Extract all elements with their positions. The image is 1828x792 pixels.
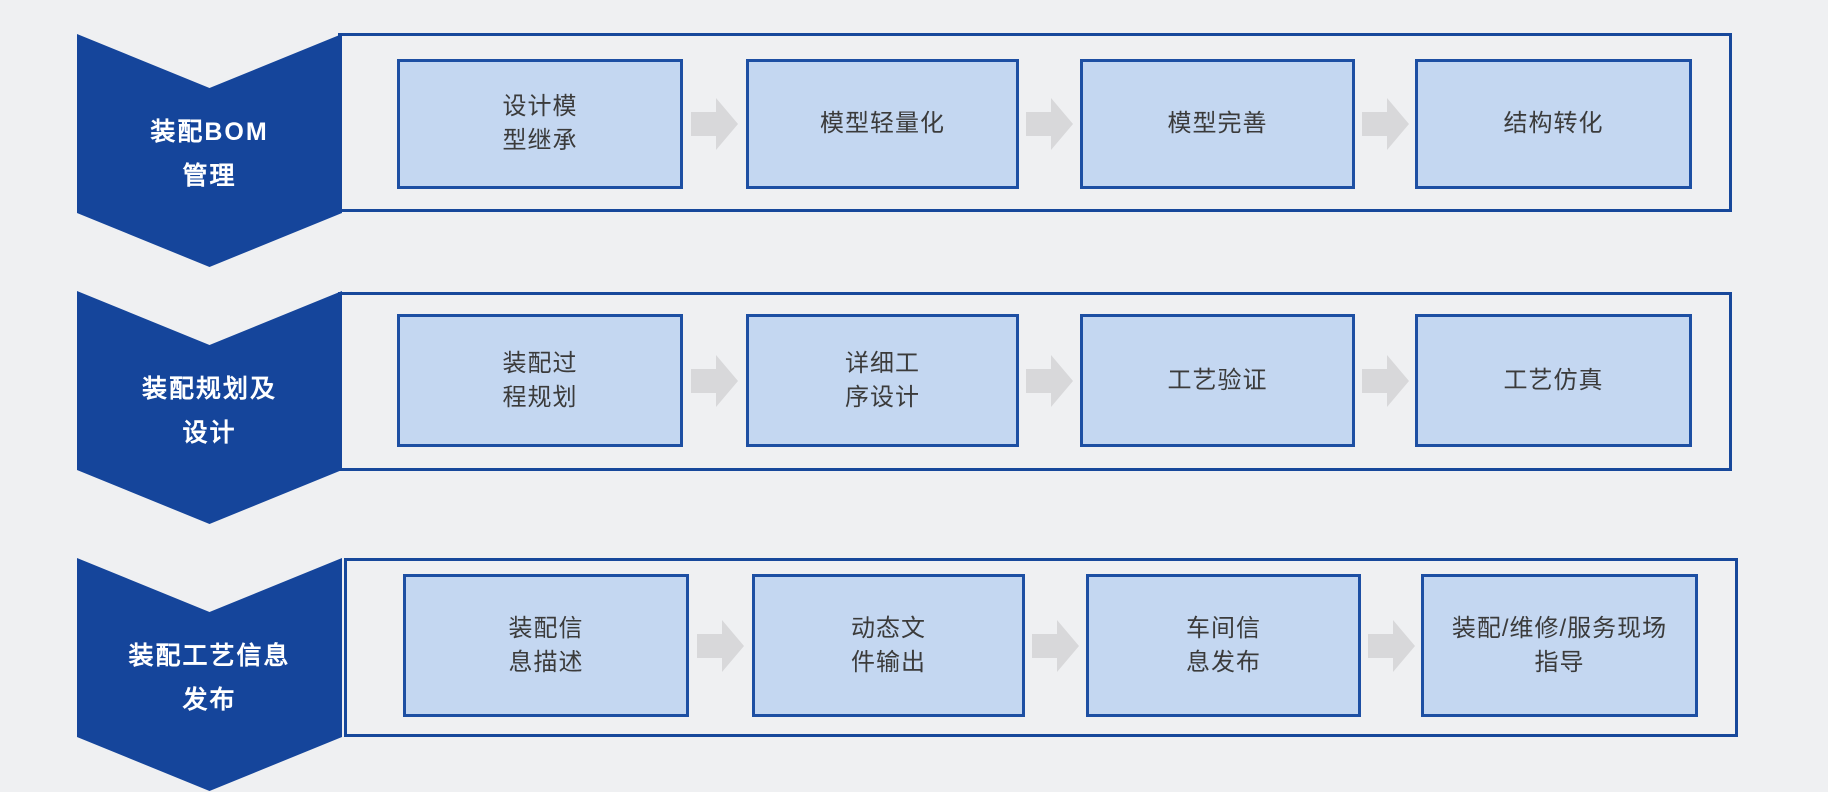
stage-label: 装配规划及设计 (77, 345, 342, 470)
step-label-line: 详细工 (845, 349, 920, 377)
step-label-line: 序设计 (845, 383, 920, 411)
step-box: 车间信息发布 (1086, 574, 1361, 717)
step-label-line: 装配信 (508, 614, 584, 642)
step-label-line: 装配过 (502, 349, 578, 377)
step-label-line: 动态文 (851, 614, 926, 642)
right-arrow-icon (1361, 98, 1409, 150)
step-box: 结构转化 (1415, 59, 1692, 189)
step-label-line: 程规划 (502, 383, 578, 411)
step-label-line: 装配/维修/服务现场 (1451, 614, 1668, 642)
right-arrow-icon (1032, 619, 1079, 672)
step-label-line: 型继承 (502, 127, 578, 154)
step-box: 工艺验证 (1080, 314, 1355, 447)
row-panel (344, 558, 1738, 737)
step-label-line: 车间信 (1186, 614, 1261, 642)
stage-label-line: 装配BOM (150, 117, 269, 146)
stage-label-line: 设计 (182, 418, 237, 447)
step-label-line: 息描述 (508, 648, 584, 676)
step-box: 装配信息描述 (403, 574, 689, 717)
stage-label-line: 管理 (182, 161, 237, 190)
step-label-line: 件输出 (851, 648, 926, 676)
stage-chevron (77, 558, 342, 791)
step-box: 工艺仿真 (1415, 314, 1692, 447)
stage-label: 装配工艺信息发布 (77, 612, 342, 737)
right-arrow-icon (691, 354, 738, 407)
step-box: 模型完善 (1080, 59, 1355, 189)
right-arrow-icon (1361, 354, 1409, 407)
stage-label: 装配BOM 管理 (77, 88, 342, 213)
step-label-line: 指导 (1534, 648, 1585, 676)
stage-label-line: 装配规划及 (141, 374, 277, 403)
stage-chevron (77, 34, 342, 267)
step-box: 动态文件输出 (752, 574, 1025, 717)
step-box: 模型轻量化 (746, 59, 1019, 189)
step-label-line: 息发布 (1186, 648, 1261, 676)
step-box: 详细工序设计 (746, 314, 1019, 447)
step-label-line: 设计模 (502, 93, 578, 120)
stage-label-line: 发布 (182, 685, 237, 714)
right-arrow-icon (691, 98, 738, 150)
right-arrow-icon (1026, 354, 1073, 407)
step-box: 设计模型继承 (397, 59, 683, 189)
step-box: 装配/维修/服务现场指导 (1421, 574, 1698, 717)
step-label-line: 工艺验证 (1167, 366, 1268, 394)
stage-chevron (77, 291, 342, 524)
right-arrow-icon (1367, 619, 1415, 672)
step-label-line: 模型完善 (1167, 110, 1268, 137)
step-box: 装配过程规划 (397, 314, 683, 447)
step-label-line: 模型轻量化 (820, 110, 945, 137)
right-arrow-icon (1026, 98, 1073, 150)
right-arrow-icon (697, 619, 744, 672)
step-label-line: 工艺仿真 (1503, 366, 1604, 394)
step-label-line: 结构转化 (1503, 110, 1604, 137)
stage-label-line: 装配工艺信息 (128, 641, 291, 670)
